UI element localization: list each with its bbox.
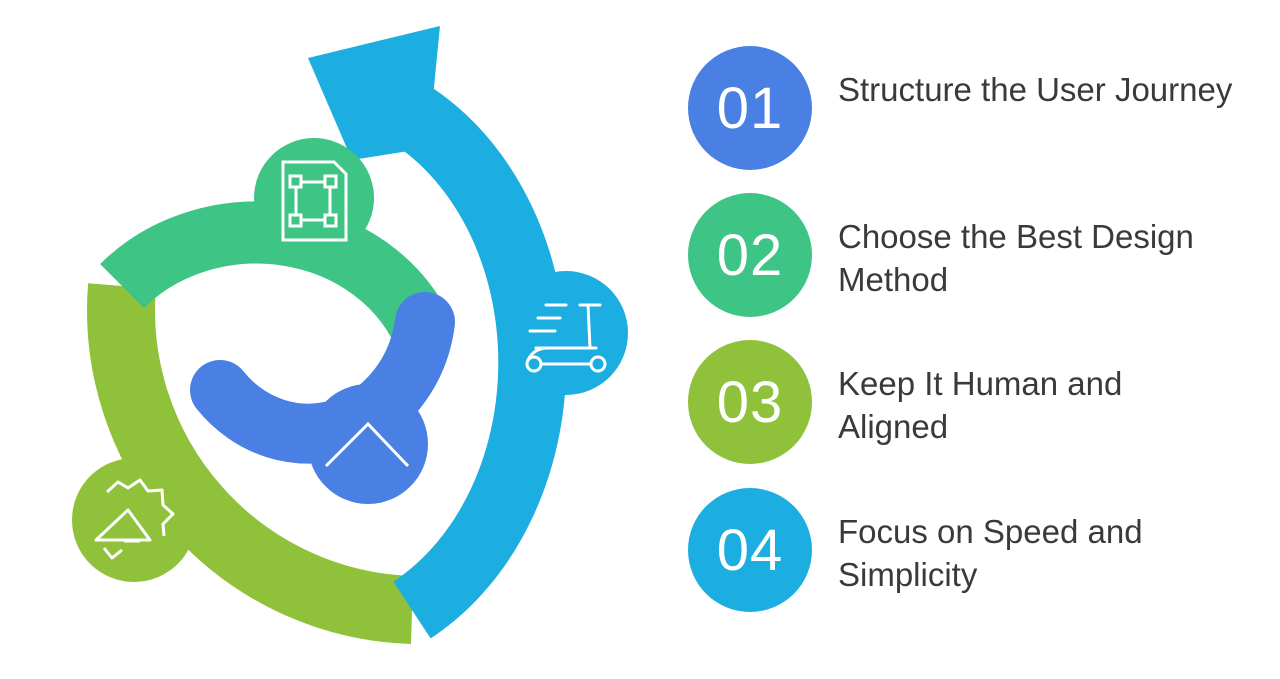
step-03: 03 Keep It Human and Aligned (688, 340, 1248, 464)
scooter-icon (525, 303, 607, 373)
step-01-label: Structure the User Journey (838, 71, 1233, 108)
megaphone-icon (94, 478, 175, 560)
step-02-number: 02 (716, 222, 784, 288)
step-02-label: Choose the Best Design Method (838, 218, 1194, 298)
step-04-badge: 04 (688, 488, 812, 612)
spiral-diagram (72, 26, 628, 644)
green-arc-segment (100, 201, 450, 345)
step-01: 01 Structure the User Journey (688, 46, 1248, 170)
step-04-label: Focus on Speed and Simplicity (838, 513, 1143, 593)
cyan-icon-circle (504, 271, 628, 395)
document-frame-icon (281, 160, 348, 242)
step-02: 02 Choose the Best Design Method (688, 193, 1248, 317)
chevron-up-icon (324, 421, 410, 468)
step-04-number: 04 (716, 517, 784, 583)
step-03-badge: 03 (688, 340, 812, 464)
step-04: 04 Focus on Speed and Simplicity (688, 488, 1248, 612)
step-01-number: 01 (716, 75, 784, 141)
step-03-number: 03 (716, 369, 784, 435)
step-01-badge: 01 (688, 46, 812, 170)
step-02-badge: 02 (688, 193, 812, 317)
cyan-arrow-head (308, 26, 440, 160)
lime-arc-segment (87, 283, 414, 644)
step-03-label: Keep It Human and Aligned (838, 365, 1123, 445)
blue-chevron-circle (308, 384, 428, 504)
